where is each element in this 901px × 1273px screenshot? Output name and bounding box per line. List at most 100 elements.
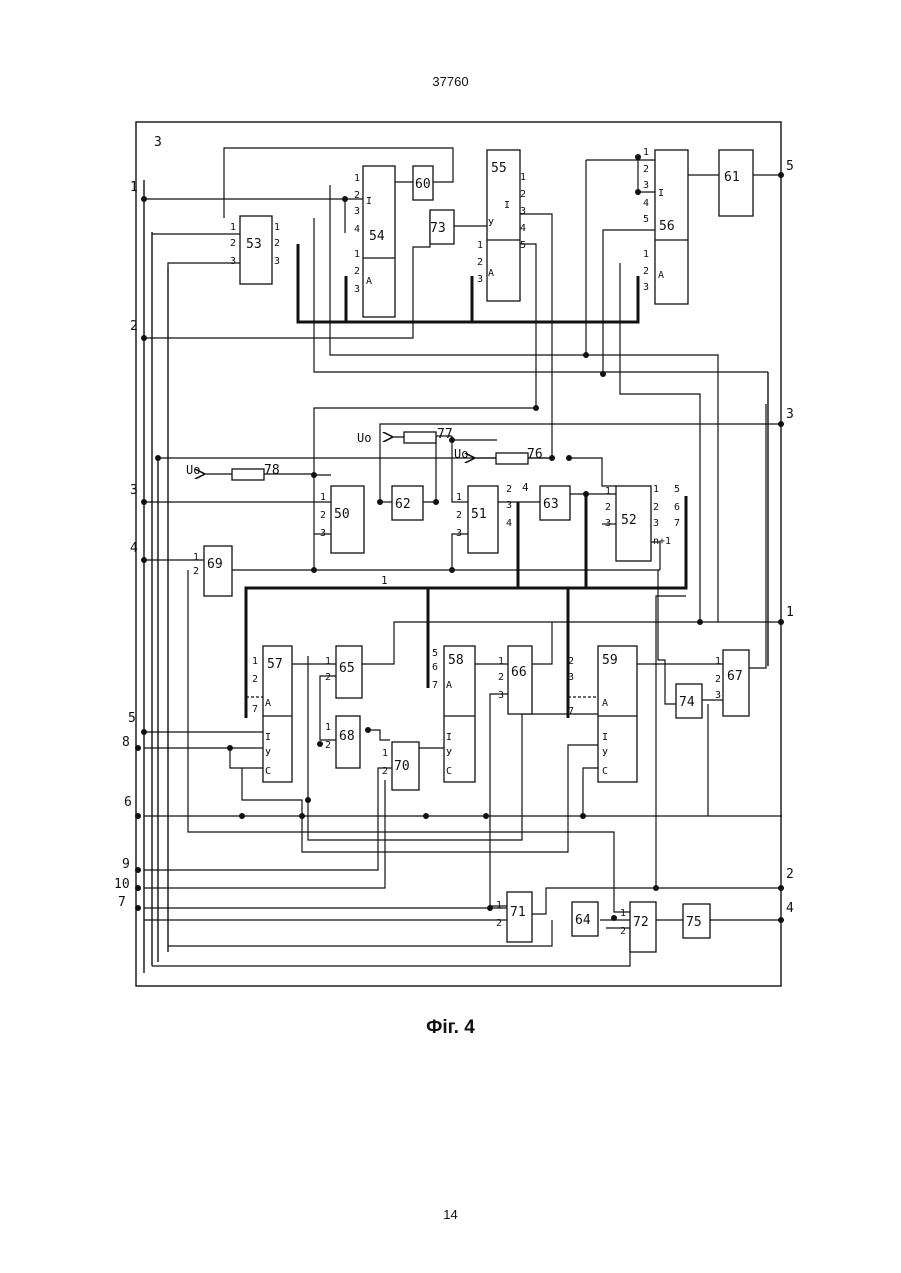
block-65-pin: 1 bbox=[325, 656, 331, 667]
block-54-pin: 1 bbox=[354, 173, 360, 184]
block-53-pin: 3 bbox=[230, 256, 236, 267]
block-59-mark: C bbox=[602, 766, 608, 777]
block-59-mark: A bbox=[602, 698, 608, 709]
block-52-right-label: 6 bbox=[674, 502, 680, 513]
block-56-pin: 1 bbox=[643, 249, 649, 260]
block-59-mark: I bbox=[602, 732, 608, 743]
block-56-label: 56 bbox=[659, 219, 675, 234]
block-64-label: 64 bbox=[575, 913, 591, 928]
block-51-out: 3 bbox=[506, 500, 512, 511]
block-55-mark: A bbox=[488, 268, 494, 279]
resistor-78-label: 78 bbox=[264, 463, 280, 478]
block-65-label: 65 bbox=[339, 661, 355, 676]
supply-voltage-label: Uo bbox=[186, 463, 200, 477]
block-55-out: 4 bbox=[520, 223, 526, 234]
left-terminal-3: 3 bbox=[154, 135, 162, 150]
block-52-right-label: 5 bbox=[674, 484, 680, 495]
block-58-pin: 7 bbox=[432, 680, 438, 691]
block-52-pin: 2 bbox=[605, 502, 611, 513]
block-67-pin: 1 bbox=[715, 656, 721, 667]
block-67-pin: 3 bbox=[715, 690, 721, 701]
block-52-out: 1 bbox=[653, 484, 659, 495]
block-74-label: 74 bbox=[679, 695, 695, 710]
block-dividers bbox=[246, 240, 688, 716]
bus-label: 4 bbox=[522, 481, 529, 494]
block-55-mark: У bbox=[488, 218, 494, 229]
block-66-pin: 1 bbox=[498, 656, 504, 667]
block-55-out: 3 bbox=[520, 206, 526, 217]
block-52-out: n+1 bbox=[653, 536, 671, 547]
left-terminal-4: 4 bbox=[130, 541, 138, 556]
block-57-label: 57 bbox=[267, 657, 283, 672]
supply-voltage-label: Uo bbox=[454, 447, 468, 461]
block-66-pin: 2 bbox=[498, 672, 504, 683]
block-70-label: 70 bbox=[394, 759, 410, 774]
block-69-pin: 1 bbox=[193, 552, 199, 563]
block-56-pin: 5 bbox=[643, 214, 649, 225]
block-59-label: 59 bbox=[602, 653, 618, 668]
block-71-pin: 1 bbox=[496, 900, 502, 911]
block-62-label: 62 bbox=[395, 497, 411, 512]
block-54-mark: A bbox=[366, 276, 372, 287]
supply-voltage-label: Uo bbox=[357, 431, 371, 445]
left-terminal-2: 2 bbox=[130, 319, 138, 334]
block-51-pin: 1 bbox=[456, 492, 462, 503]
block-54-label: 54 bbox=[369, 229, 385, 244]
block-56-pin: 3 bbox=[643, 282, 649, 293]
block-53-out: 3 bbox=[274, 256, 280, 267]
block-59-mark: У bbox=[602, 748, 608, 759]
block-50-label: 50 bbox=[334, 507, 350, 522]
block-72-pin: 2 bbox=[620, 926, 626, 937]
block-53-label: 53 bbox=[246, 237, 262, 252]
block-58-label: 58 bbox=[448, 653, 464, 668]
block-69-label: 69 bbox=[207, 557, 223, 572]
block-53-out: 2 bbox=[274, 238, 280, 249]
block-70-pin: 2 bbox=[382, 766, 388, 777]
block-58-pin: 6 bbox=[432, 662, 438, 673]
block-54-pin: 2 bbox=[354, 190, 360, 201]
block-56-pin: 2 bbox=[643, 266, 649, 277]
block-66-label: 66 bbox=[511, 665, 527, 680]
resistor-76-label: 76 bbox=[527, 447, 543, 462]
block-66-pin: 3 bbox=[498, 690, 504, 701]
right-terminal-2: 2 bbox=[786, 867, 794, 882]
left-terminal-6: 6 bbox=[124, 795, 132, 810]
block-54-pin: 2 bbox=[354, 266, 360, 277]
block-51-label: 51 bbox=[471, 507, 487, 522]
left-terminal-10: 10 bbox=[114, 877, 130, 892]
block-54-pin: 3 bbox=[354, 284, 360, 295]
block-65-pin: 2 bbox=[325, 672, 331, 683]
block-68-pin: 1 bbox=[325, 722, 331, 733]
block-57-mark: У bbox=[265, 748, 271, 759]
block-69-pin: 2 bbox=[193, 566, 199, 577]
block-58-mark: A bbox=[446, 680, 452, 691]
block-53-pin: 1 bbox=[230, 222, 236, 233]
block-58-pin: 5 bbox=[432, 648, 438, 659]
block-58-mark: У bbox=[446, 748, 452, 759]
block-57-mark: C bbox=[265, 766, 271, 777]
block-51-out: 2 bbox=[506, 484, 512, 495]
left-terminal-7: 7 bbox=[118, 895, 126, 910]
block-59-pin: 2 bbox=[568, 656, 574, 667]
right-terminal-3: 3 bbox=[786, 407, 794, 422]
block-50-pin: 1 bbox=[320, 492, 326, 503]
left-terminal-9: 9 bbox=[122, 857, 130, 872]
block-56-mark: I bbox=[658, 188, 664, 199]
block-55-pin: 2 bbox=[477, 257, 483, 268]
block-56-mark: A bbox=[658, 270, 664, 281]
block-70-pin: 1 bbox=[382, 748, 388, 759]
block-56-pin: 4 bbox=[643, 198, 649, 209]
page-number: 14 bbox=[0, 1207, 901, 1222]
block-54-pin: 1 bbox=[354, 249, 360, 260]
block-58-mark: C bbox=[446, 766, 452, 777]
block-72-pin: 1 bbox=[620, 908, 626, 919]
block-52-out: 2 bbox=[653, 502, 659, 513]
block-52-label: 52 bbox=[621, 513, 637, 528]
block-56-pin: 3 bbox=[643, 180, 649, 191]
block-71-label: 71 bbox=[510, 905, 526, 920]
block-63-label: 63 bbox=[543, 497, 559, 512]
block-54-pin: 4 bbox=[354, 224, 360, 235]
block-57-mark: I bbox=[265, 732, 271, 743]
block-59-pin: 7 bbox=[568, 706, 574, 717]
block-73-label: 73 bbox=[430, 221, 446, 236]
